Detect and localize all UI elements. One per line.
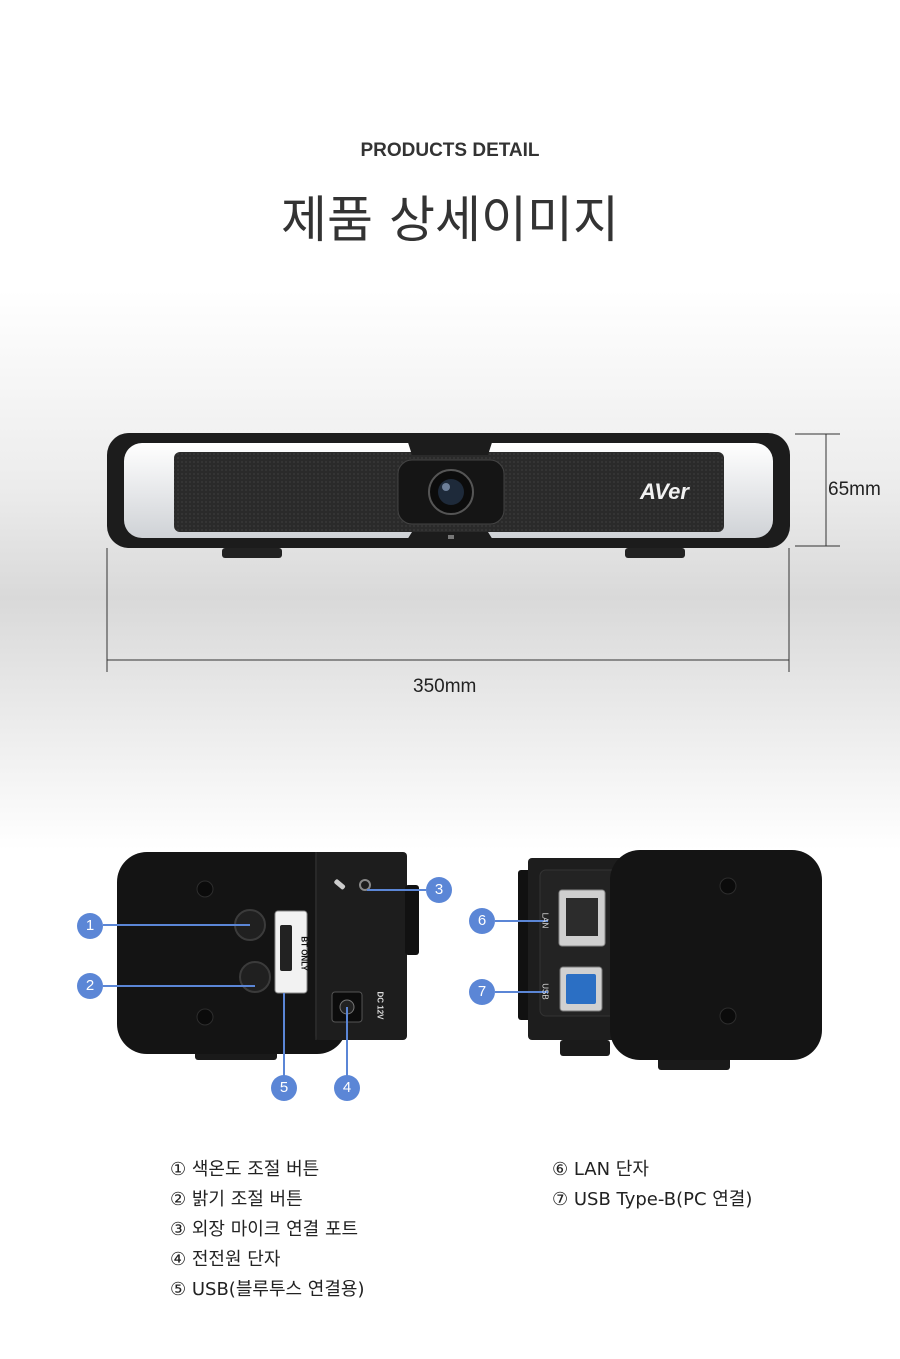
legend-item-7: ⑦ USB Type-B(PC 연결)	[552, 1189, 753, 1210]
product-front-image	[106, 433, 840, 672]
legend-item-4: ④ 전전원 단자	[170, 1249, 281, 1270]
label-lan: LAN	[540, 912, 550, 929]
brand-logo: AVer	[640, 479, 689, 504]
label-dc: DC 12V	[375, 991, 385, 1020]
legend-item-6: ⑥ LAN 단자	[552, 1159, 649, 1180]
callout-6: 6	[469, 908, 495, 934]
label-bt-only: BT ONLY	[299, 936, 309, 971]
page-title: 제품 상세이미지	[281, 191, 619, 249]
callout-5: 5	[271, 1075, 297, 1101]
callout-3: 3	[426, 877, 452, 903]
legend-item-3: ③ 외장 마이크 연결 포트	[170, 1219, 359, 1240]
callout-4: 4	[334, 1075, 360, 1101]
header: PRODUCTS DETAIL 제품 상세이미지	[0, 0, 900, 290]
dimension-width: 350mm	[413, 676, 477, 697]
legend-right: ⑥ LAN 단자 ⑦ USB Type-B(PC 연결)	[552, 1155, 752, 1215]
legend-item-2: ② 밝기 조절 버튼	[170, 1189, 303, 1210]
callout-7: 7	[469, 979, 495, 1005]
section-eyebrow: PRODUCTS DETAIL	[360, 140, 540, 161]
label-usb: USB	[540, 983, 550, 1000]
legend-item-5: ⑤ USB(블루투스 연결용)	[170, 1279, 365, 1300]
dimension-height: 65mm	[828, 479, 881, 500]
legend-item-1: ① 색온도 조절 버튼	[170, 1159, 320, 1180]
product-side-images	[103, 850, 822, 1076]
callout-1: 1	[77, 913, 103, 939]
product-front-band	[0, 290, 900, 850]
callout-2: 2	[77, 973, 103, 999]
legend-left: ① 색온도 조절 버튼 ② 밝기 조절 버튼 ③ 외장 마이크 연결 포트 ④ …	[170, 1155, 365, 1305]
